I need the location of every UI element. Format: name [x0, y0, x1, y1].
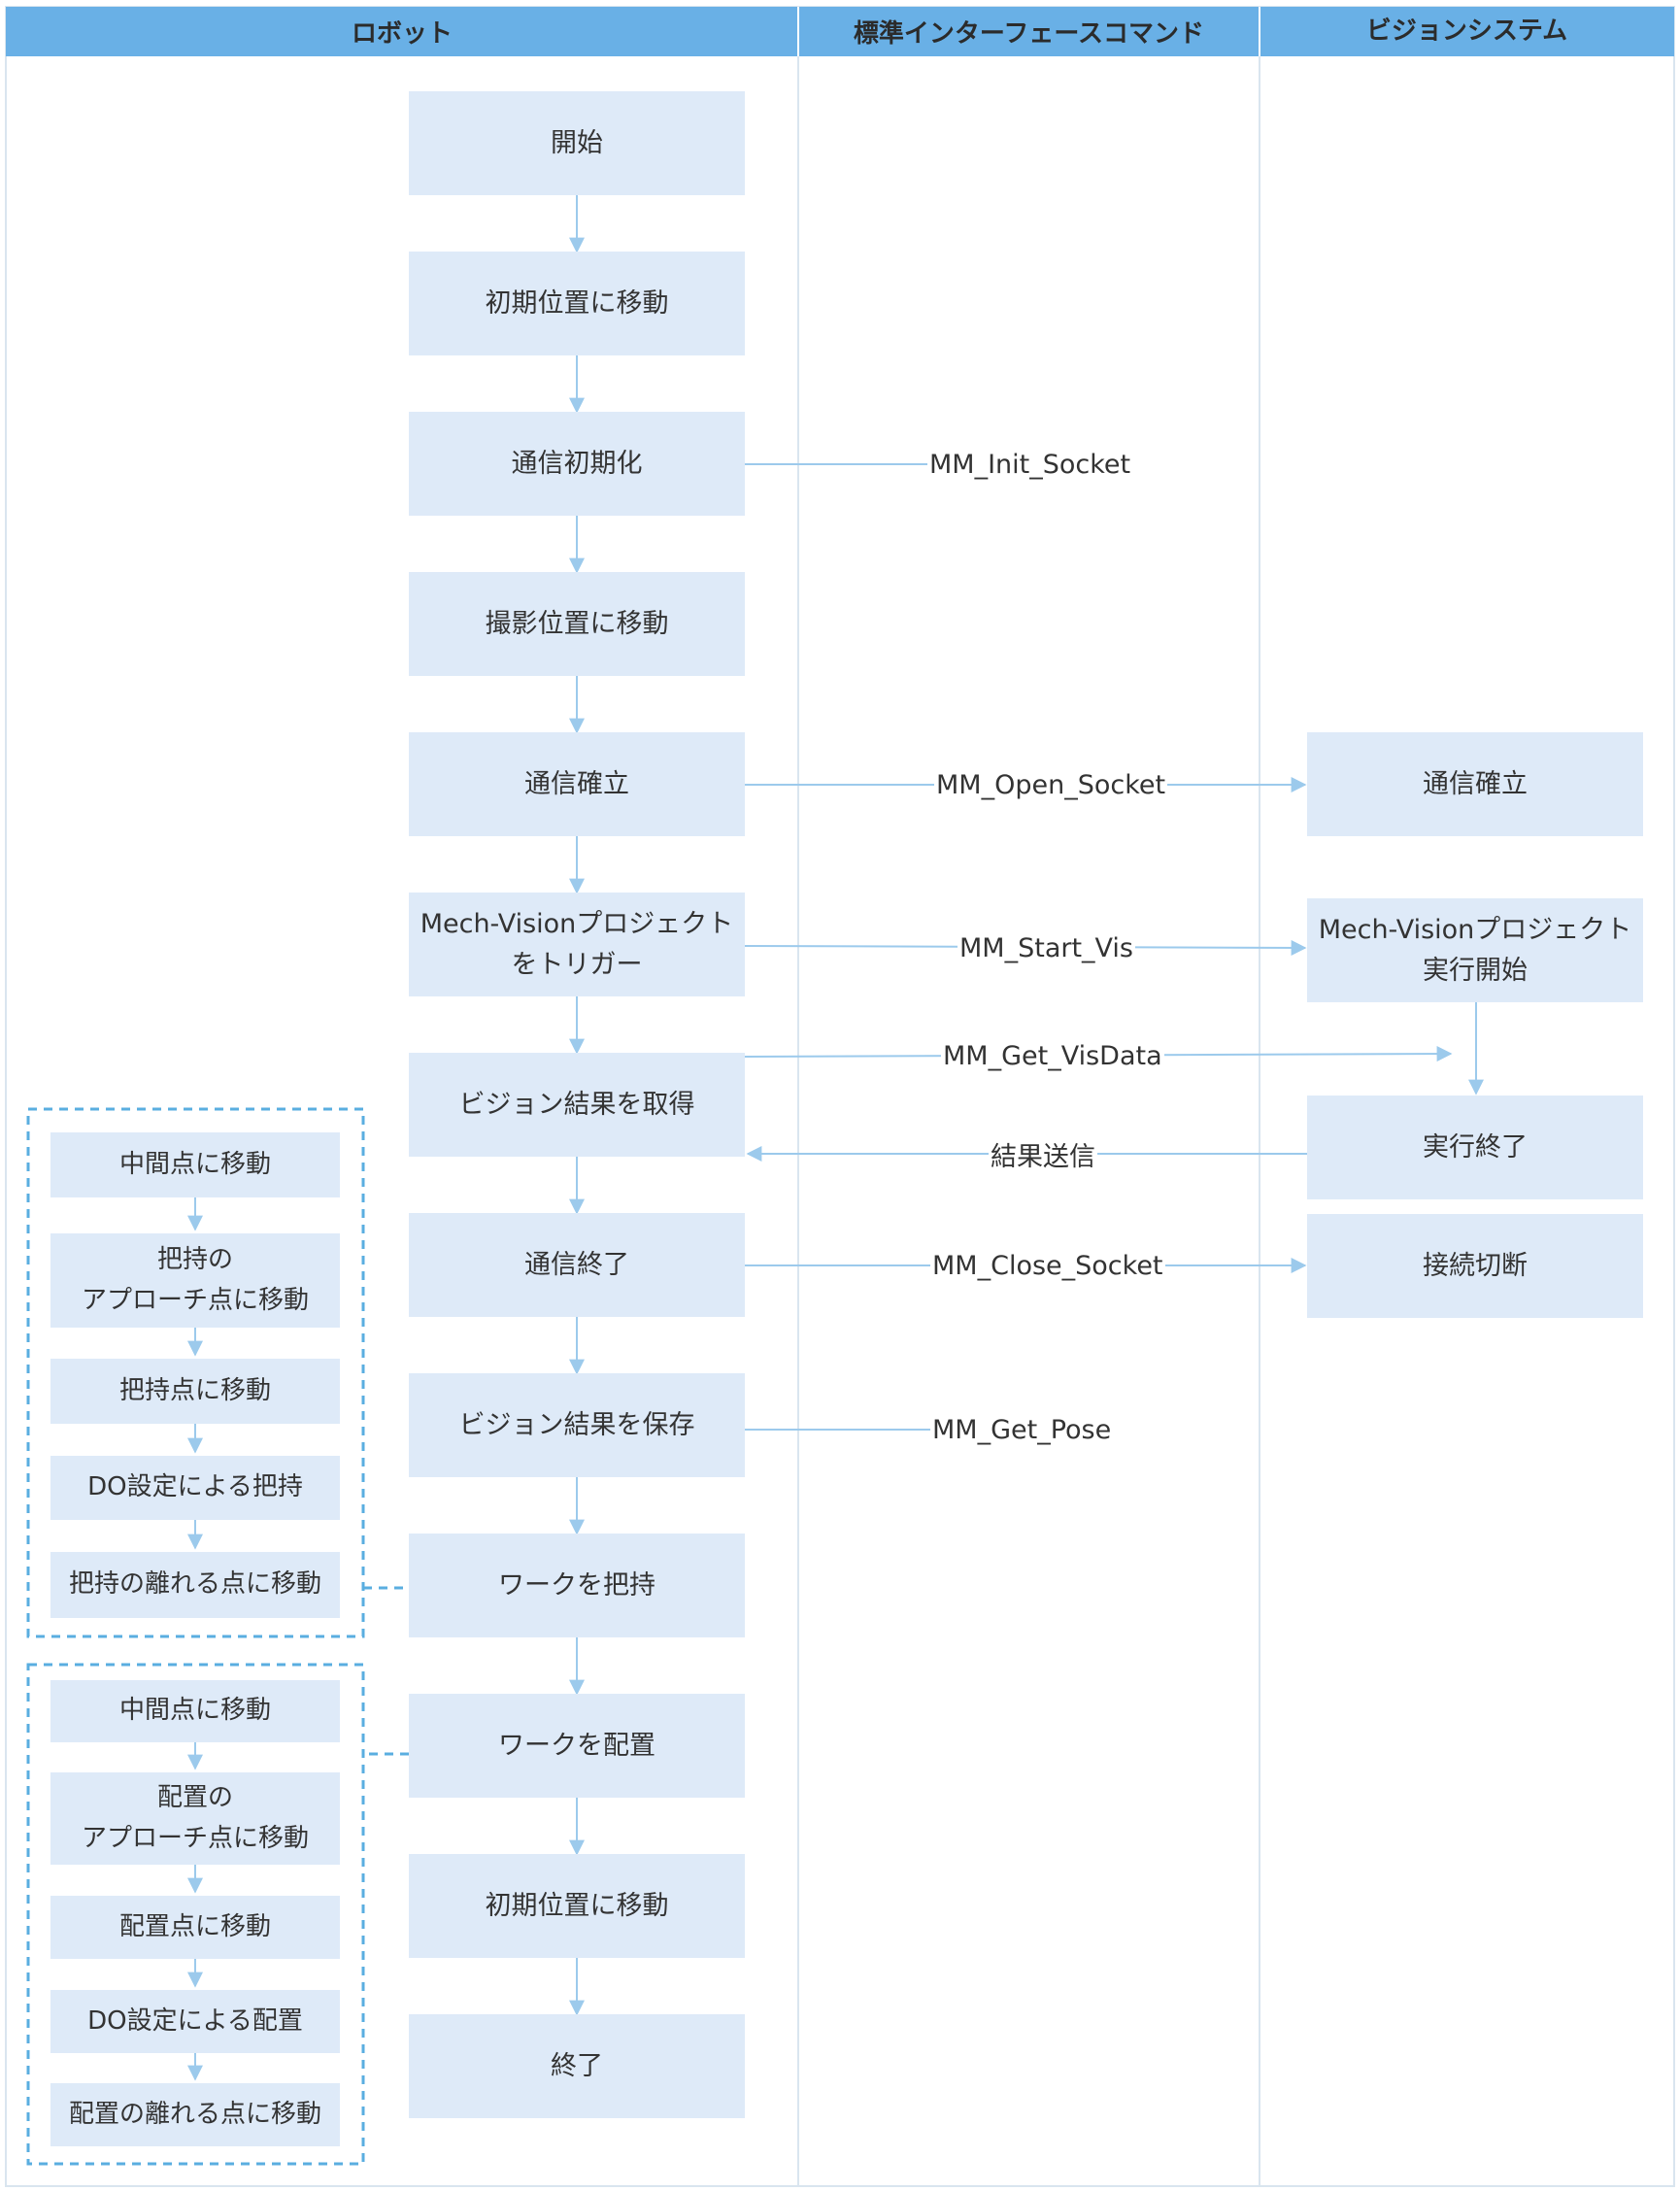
command-open-socket: MM_Open_Socket [934, 768, 1168, 801]
pick-substep-retreat: 把持の離れる点に移動 [50, 1552, 340, 1618]
vision-step-complete: 実行終了 [1307, 1096, 1643, 1199]
lane-header-interface: 標準インターフェースコマンド [853, 19, 1205, 49]
command-close-socket: MM_Close_Socket [930, 1249, 1165, 1282]
step-open-comm: 通信確立 [409, 732, 745, 836]
label-result-send: 結果送信 [989, 1137, 1097, 1172]
place-substep-approach: 配置の アプローチ点に移動 [50, 1772, 340, 1865]
step-save-result: ビジョン結果を保存 [409, 1373, 745, 1477]
command-init-socket: MM_Init_Socket [927, 448, 1133, 481]
step-trigger-project: Mech-Visionプロジェクト をトリガー [409, 893, 745, 996]
step-close-comm: 通信終了 [409, 1213, 745, 1317]
command-start-vis: MM_Start_Vis [958, 931, 1135, 964]
vision-step-open: 通信確立 [1307, 732, 1643, 836]
step-get-result: ビジョン結果を取得 [409, 1053, 745, 1157]
pick-substep-grasp-point: 把持点に移動 [50, 1359, 340, 1424]
pick-substep-midpoint: 中間点に移動 [50, 1132, 340, 1197]
command-get-pose: MM_Get_Pose [930, 1413, 1114, 1446]
pick-detail-group [26, 1107, 365, 1638]
lane-header-robot: ロボット [351, 19, 453, 49]
step-move-initial: 初期位置に移動 [409, 252, 745, 355]
pick-substep-do-grasp: DO設定による把持 [50, 1456, 340, 1520]
place-substep-place-point: 配置点に移動 [50, 1896, 340, 1959]
step-init-comm: 通信初期化 [409, 412, 745, 516]
step-end: 終了 [409, 2014, 745, 2118]
step-start: 開始 [409, 91, 745, 195]
step-pick: ワークを把持 [409, 1534, 745, 1637]
step-move-capture: 撮影位置に移動 [409, 572, 745, 676]
place-detail-group [26, 1663, 365, 2166]
lane-header-vision: ビジョンシステム [1365, 17, 1568, 46]
place-substep-do-place: DO設定による配置 [50, 1990, 340, 2053]
place-substep-midpoint: 中間点に移動 [50, 1680, 340, 1742]
command-get-visdata: MM_Get_VisData [941, 1039, 1164, 1072]
place-substep-retreat: 配置の離れる点に移動 [50, 2083, 340, 2146]
vision-step-start-project: Mech-Visionプロジェクト 実行開始 [1307, 898, 1643, 1002]
step-place: ワークを配置 [409, 1694, 745, 1798]
header-bar [6, 7, 1674, 56]
vision-step-disconnect: 接続切断 [1307, 1214, 1643, 1318]
pick-substep-approach: 把持の アプローチ点に移動 [50, 1233, 340, 1328]
step-return-initial: 初期位置に移動 [409, 1854, 745, 1958]
